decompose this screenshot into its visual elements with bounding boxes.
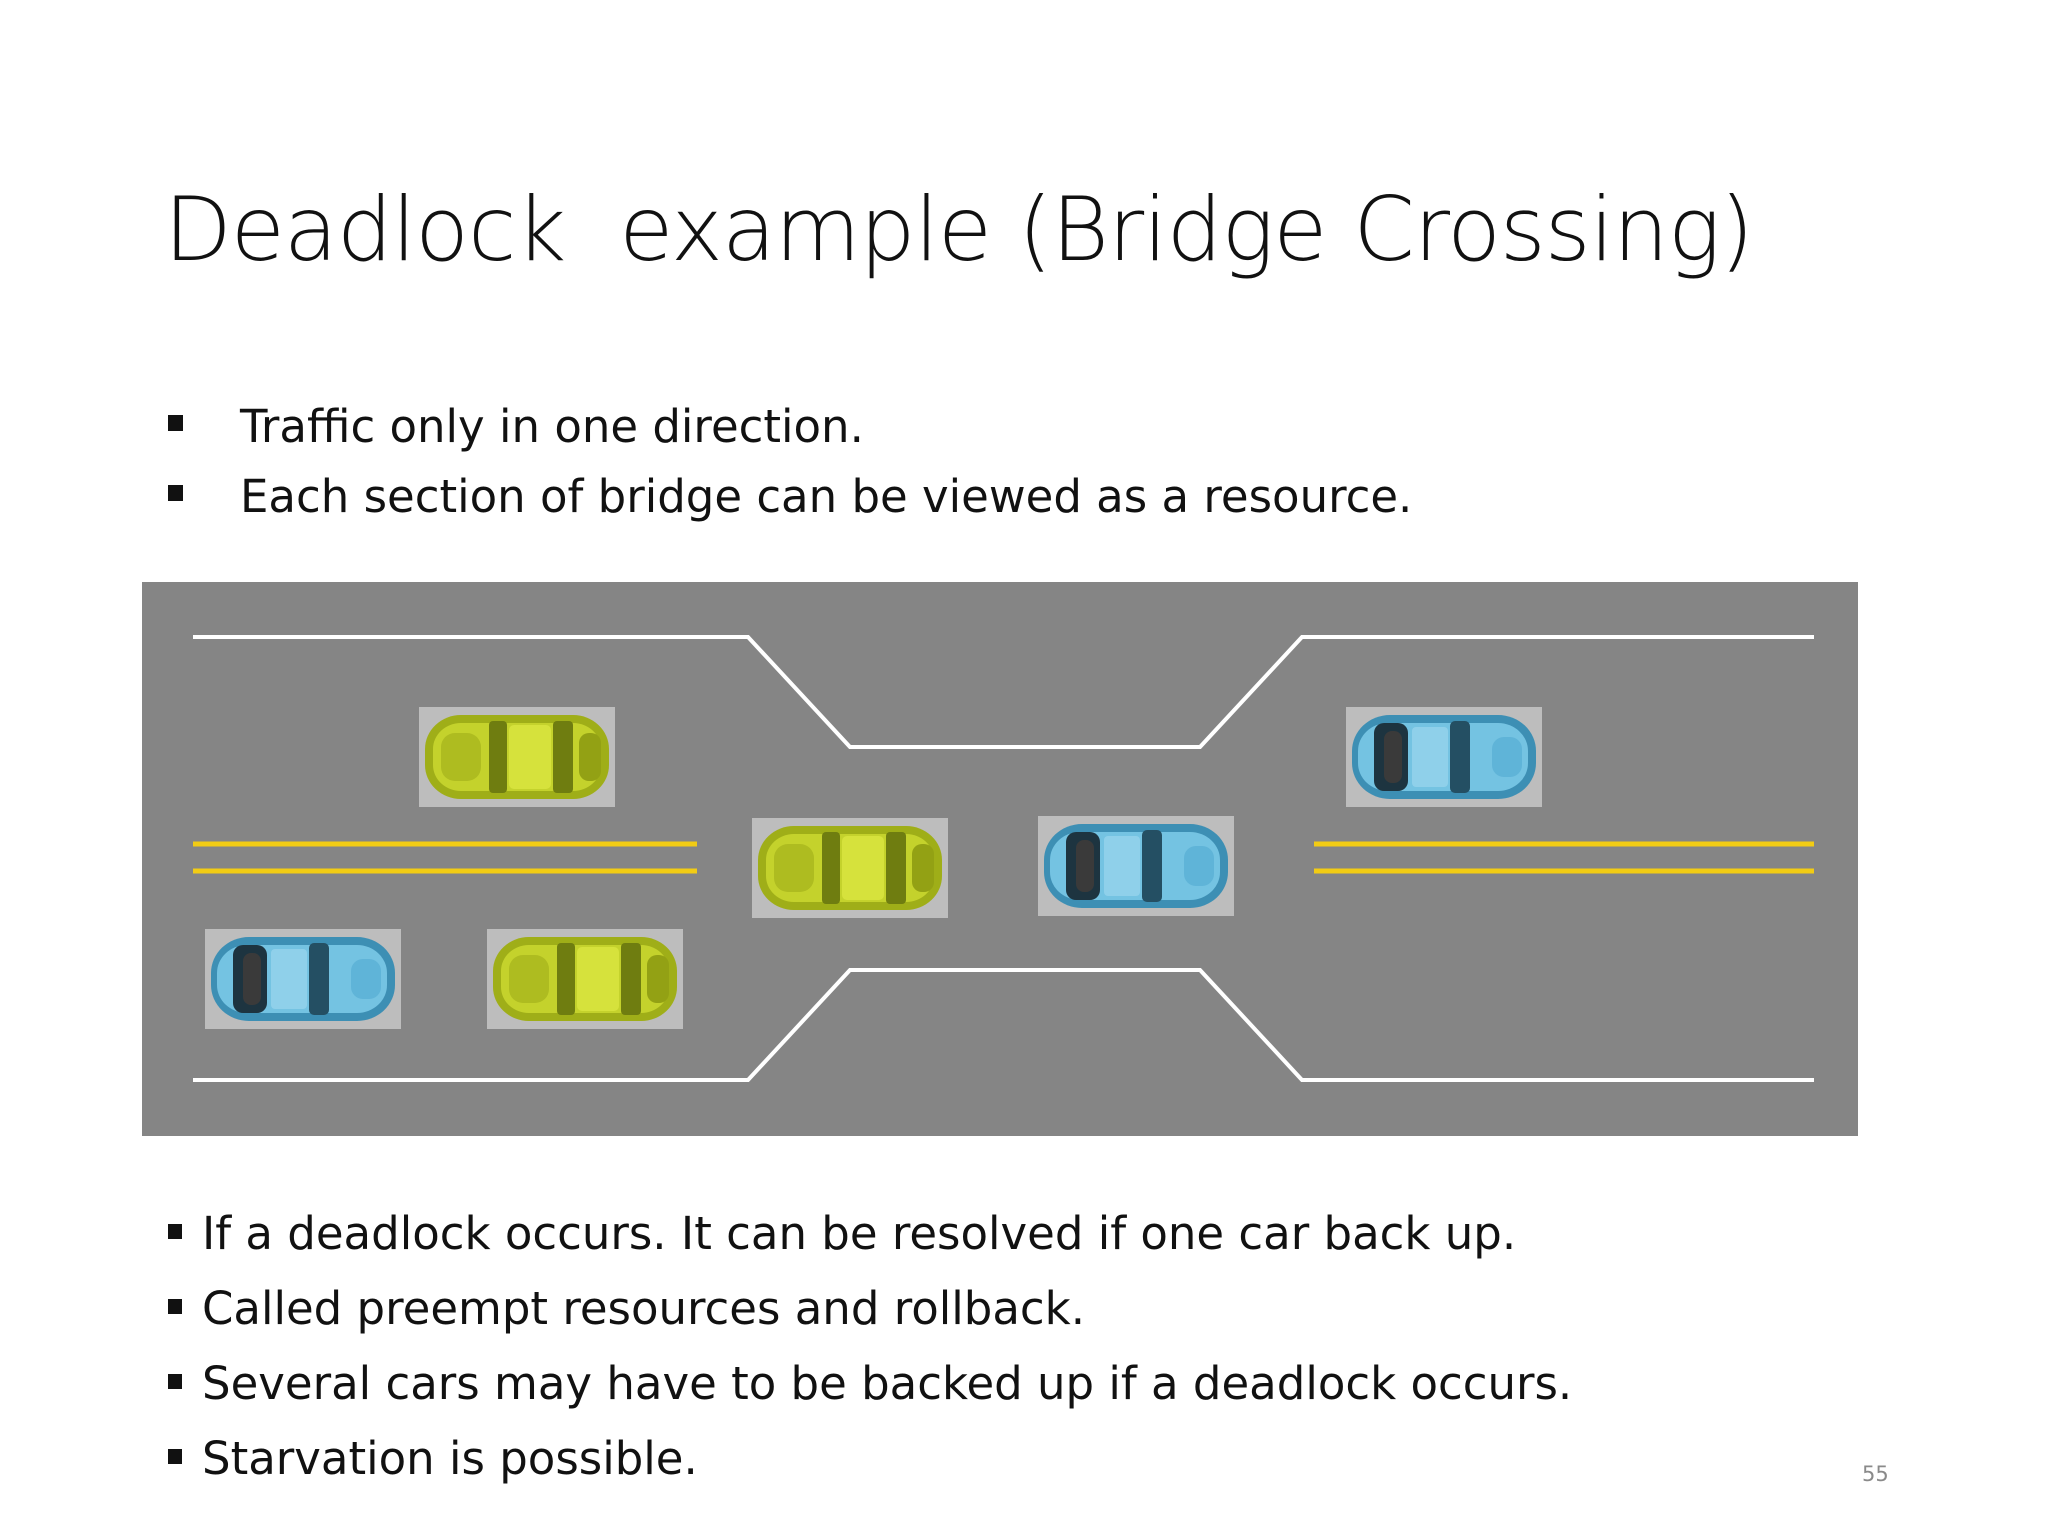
square-bullet-icon (168, 1449, 182, 1464)
resolution-bullet-text: Called preempt resources and rollback. (202, 1282, 1085, 1335)
resolution-bullet-item: Starvation is possible. (168, 1421, 1572, 1496)
resolution-bullet-item: If a deadlock occurs. It can be resolved… (168, 1196, 1572, 1271)
bridge-edge-top-line (193, 635, 1814, 749)
resolution-bullet-text: If a deadlock occurs. It can be resolved… (202, 1207, 1517, 1260)
square-bullet-icon (168, 1374, 182, 1389)
resolution-bullet-text: Starvation is possible. (202, 1432, 698, 1485)
blue-car-icon (1038, 816, 1234, 916)
intro-bullet-text: Traffic only in one direction. (240, 400, 864, 453)
bridge-edge-bottom-line (193, 968, 1814, 1082)
resolution-bullet-text: Several cars may have to be backed up if… (202, 1357, 1573, 1410)
resolution-bullet-item: Several cars may have to be backed up if… (168, 1346, 1572, 1421)
square-bullet-icon (168, 1299, 182, 1314)
yellow-car-icon (487, 929, 683, 1029)
resolution-bullet-list: If a deadlock occurs. It can be resolved… (168, 1196, 1572, 1496)
road-surface (142, 582, 1858, 1136)
blue-car-icon (205, 929, 401, 1029)
intro-bullet-text: Each section of bridge can be viewed as … (240, 470, 1413, 523)
intro-bullet-list: Traffic only in one direction. Each sect… (168, 392, 1412, 532)
square-bullet-icon (168, 485, 183, 501)
resolution-bullet-item: Called preempt resources and rollback. (168, 1271, 1572, 1346)
intro-bullet-item: Traffic only in one direction. (168, 392, 1412, 462)
square-bullet-icon (168, 1224, 182, 1239)
square-bullet-icon (168, 415, 183, 431)
bridge-crossing-diagram (142, 582, 1858, 1136)
slide-title: Deadlock example (Bridge Crossing) (164, 178, 1754, 281)
intro-bullet-item: Each section of bridge can be viewed as … (168, 462, 1412, 532)
yellow-car-icon (752, 818, 948, 918)
page-number: 55 (1862, 1462, 1889, 1486)
blue-car-icon (1346, 707, 1542, 807)
yellow-car-icon (419, 707, 615, 807)
